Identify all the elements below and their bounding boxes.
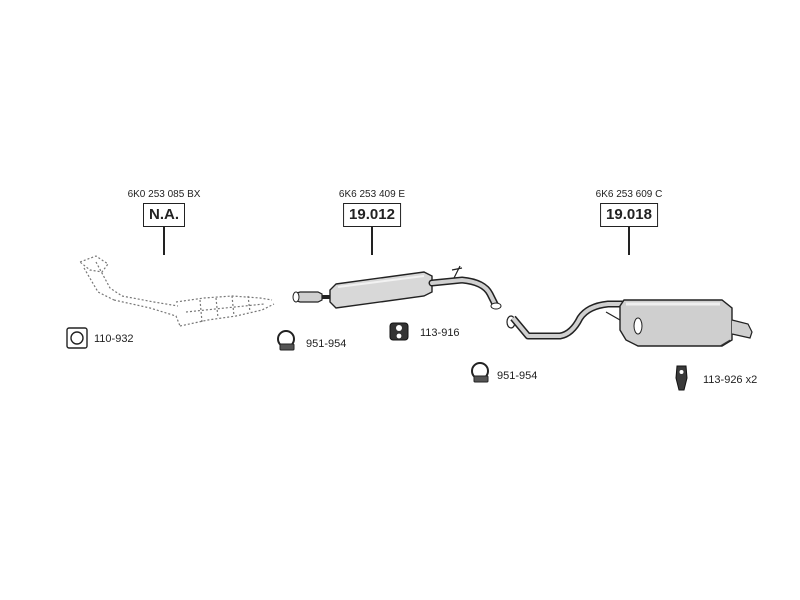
rubber-hanger-icon[interactable] xyxy=(388,320,410,342)
accessory-label-clamp-rear: 951-954 xyxy=(497,370,538,382)
leader-line-catalytic-converter xyxy=(163,227,165,255)
leader-line-rear-silencer xyxy=(628,227,630,255)
oe-number-middle-silencer: 6K6 253 409 E xyxy=(338,189,406,200)
accessory-label-clamp: 951-954 xyxy=(306,338,347,350)
accessory-label-rubber-hanger: 113-916 xyxy=(420,327,460,339)
mounting-bracket-icon[interactable] xyxy=(674,364,690,392)
part-number-box-rear-silencer[interactable]: 19.018 xyxy=(600,203,658,227)
clamp-icon[interactable] xyxy=(276,328,298,354)
part-number-box-catalytic-converter[interactable]: N.A. xyxy=(143,203,185,227)
middle-silencer-drawing[interactable] xyxy=(292,265,502,310)
gasket-icon[interactable] xyxy=(66,327,88,349)
accessory-label-gasket: 110-932 xyxy=(94,333,134,345)
oe-number-catalytic-converter: 6K0 253 085 BX xyxy=(127,189,201,200)
clamp-icon[interactable] xyxy=(470,360,492,386)
leader-line-middle-silencer xyxy=(371,227,373,255)
part-number-box-middle-silencer[interactable]: 19.012 xyxy=(343,203,401,227)
rear-silencer-drawing[interactable] xyxy=(506,299,753,347)
accessory-label-mounting-bracket: 113-926 x2 xyxy=(703,374,758,386)
oe-number-rear-silencer: 6K6 253 609 C xyxy=(595,189,663,200)
catalytic-converter-drawing[interactable] xyxy=(78,255,275,327)
